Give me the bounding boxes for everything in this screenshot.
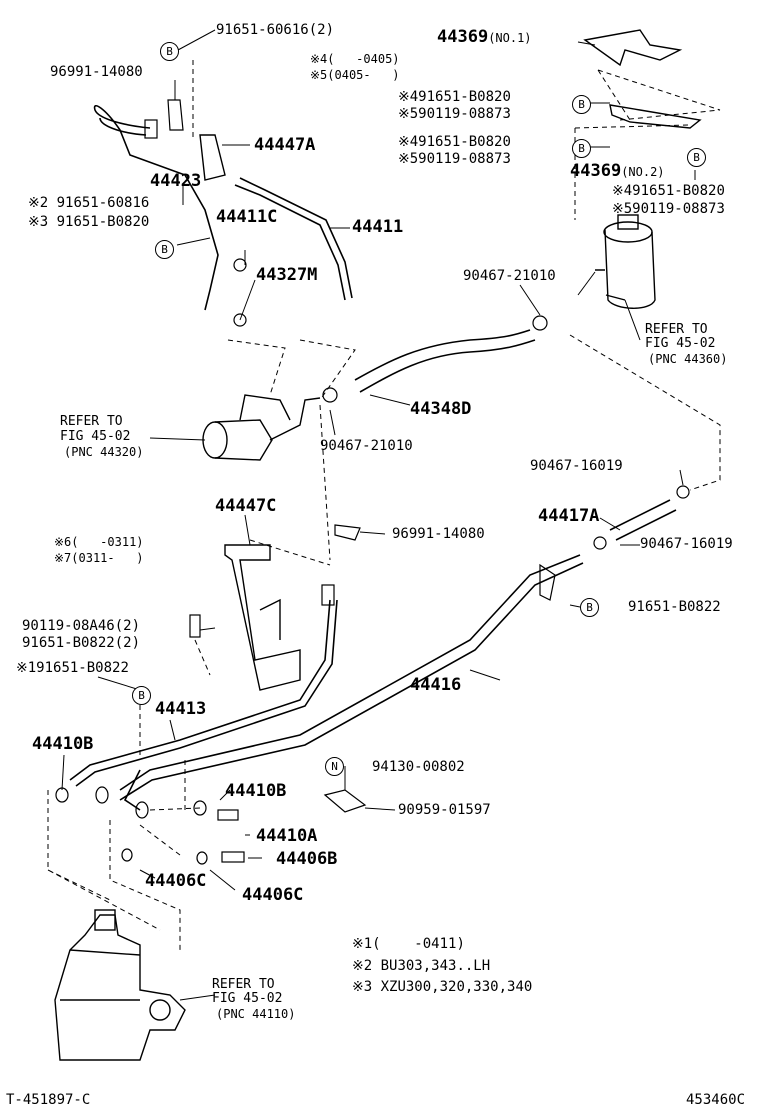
leader-lines bbox=[61, 29, 696, 1001]
refer-1-line1: REFER TO bbox=[645, 322, 708, 337]
footer-right: 453460C bbox=[686, 1092, 746, 1108]
label-96991-14080-mid: 96991-14080 bbox=[392, 526, 485, 542]
refer-2-line3: (PNC 44320) bbox=[64, 445, 144, 459]
refer-3-line1: REFER TO bbox=[212, 977, 275, 992]
label-44411C: 44411C bbox=[216, 207, 278, 227]
dashed-guides bbox=[47, 60, 721, 950]
legend-3: ※3 XZU300,320,330,340 bbox=[352, 979, 533, 995]
bubble-b-4: B bbox=[572, 139, 591, 158]
bracket-44369-no2 bbox=[609, 104, 702, 129]
note-7: ※7(0311- ) bbox=[54, 551, 144, 565]
note-5-b: ※590119-08873 bbox=[398, 151, 511, 167]
footer-left: T-451897-C bbox=[6, 1092, 91, 1108]
bracket-44447C bbox=[224, 544, 301, 691]
label-90467-21010-a: 90467-21010 bbox=[463, 268, 556, 284]
note-4-a: ※491651-B0820 bbox=[398, 89, 511, 105]
bracket-44447A bbox=[199, 134, 226, 181]
note-5-top: ※5(0405- ) bbox=[310, 68, 400, 82]
label-44369-no2: 44369(NO.2) bbox=[570, 162, 665, 181]
label-44447C: 44447C bbox=[215, 496, 277, 516]
note-6: ※6( -0311) bbox=[54, 535, 144, 549]
bubble-b-1: B bbox=[160, 42, 179, 61]
note-4-top: ※4( -0405) bbox=[310, 52, 400, 66]
note-5-c: ※590119-08873 bbox=[612, 201, 725, 217]
steering-gear bbox=[54, 909, 186, 1061]
note-5-a: ※590119-08873 bbox=[398, 106, 511, 122]
bracket-44369-no1 bbox=[583, 29, 683, 67]
label-44417A: 44417A bbox=[538, 506, 600, 526]
label-44406C-b: 44406C bbox=[242, 885, 304, 905]
label-90467-16019-a: 90467-16019 bbox=[530, 458, 623, 474]
label-44410B-mid: 44410B bbox=[225, 781, 287, 801]
label-96991-14080-top: 96991-14080 bbox=[50, 64, 143, 80]
label-44411: 44411 bbox=[352, 217, 404, 237]
refer-3-line2: FIG 45-02 bbox=[212, 991, 283, 1006]
refer-1-line2: FIG 45-02 bbox=[645, 336, 716, 351]
pump bbox=[202, 394, 321, 461]
label-1-91651-B0822: ※191651-B0822 bbox=[16, 660, 129, 676]
refer-1-line3: (PNC 44360) bbox=[648, 352, 728, 366]
bubble-b-6: B bbox=[580, 598, 599, 617]
label-90467-16019-b: 90467-16019 bbox=[640, 536, 733, 552]
label-44369-no1: 44369(NO.1) bbox=[437, 28, 532, 47]
note-4-c: ※491651-B0820 bbox=[612, 183, 725, 199]
label-44369-no1-suffix: (NO.1) bbox=[488, 31, 532, 45]
label-44447A: 44447A bbox=[254, 135, 316, 155]
refer-2-line1: REFER TO bbox=[60, 414, 123, 429]
legend-2: ※2 BU303,343..LH bbox=[352, 958, 491, 974]
refer-2-line2: FIG 45-02 bbox=[60, 429, 131, 444]
label-44416: 44416 bbox=[410, 675, 462, 695]
label-90959-01597: 90959-01597 bbox=[398, 802, 491, 818]
note-4-b: ※491651-B0820 bbox=[398, 134, 511, 150]
label-44406C-a: 44406C bbox=[145, 871, 207, 891]
bubble-b-5: B bbox=[687, 148, 706, 167]
refer-3-line3: (PNC 44110) bbox=[216, 1007, 296, 1021]
label-44423: 44423 bbox=[150, 171, 202, 191]
label-90467-21010-b: 90467-21010 bbox=[320, 438, 413, 454]
label-44369-no2-number: 44369 bbox=[570, 161, 622, 181]
label-44410B-left: 44410B bbox=[32, 734, 94, 754]
label-44348D: 44348D bbox=[410, 399, 472, 419]
label-44406B: 44406B bbox=[276, 849, 338, 869]
pipes bbox=[69, 105, 677, 811]
label-44369-no1-number: 44369 bbox=[437, 27, 489, 47]
bubble-b-7: B bbox=[132, 686, 151, 705]
reservoir bbox=[595, 214, 656, 309]
small-parts bbox=[55, 99, 690, 865]
note-2-a: ※2 91651-60816 bbox=[28, 195, 150, 211]
bubble-b-2: B bbox=[155, 240, 174, 259]
bubble-b-3: B bbox=[572, 95, 591, 114]
label-44327M: 44327M bbox=[256, 265, 318, 285]
label-91651-B0822-2: 91651-B0822(2) bbox=[22, 635, 141, 651]
legend-1: ※1( -0411) bbox=[352, 936, 465, 952]
note-3-a: ※3 91651-B0820 bbox=[28, 214, 150, 230]
label-44413: 44413 bbox=[155, 699, 207, 719]
label-94130-00802: 94130-00802 bbox=[372, 759, 465, 775]
label-91651-60616: 91651-60616(2) bbox=[216, 22, 335, 38]
label-44369-no2-suffix: (NO.2) bbox=[621, 165, 665, 179]
label-90119-08A46: 90119-08A46(2) bbox=[22, 618, 141, 634]
bubble-n-1: N bbox=[325, 757, 344, 776]
label-91651-B0822-right: 91651-B0822 bbox=[628, 599, 721, 615]
label-44410A: 44410A bbox=[256, 826, 318, 846]
